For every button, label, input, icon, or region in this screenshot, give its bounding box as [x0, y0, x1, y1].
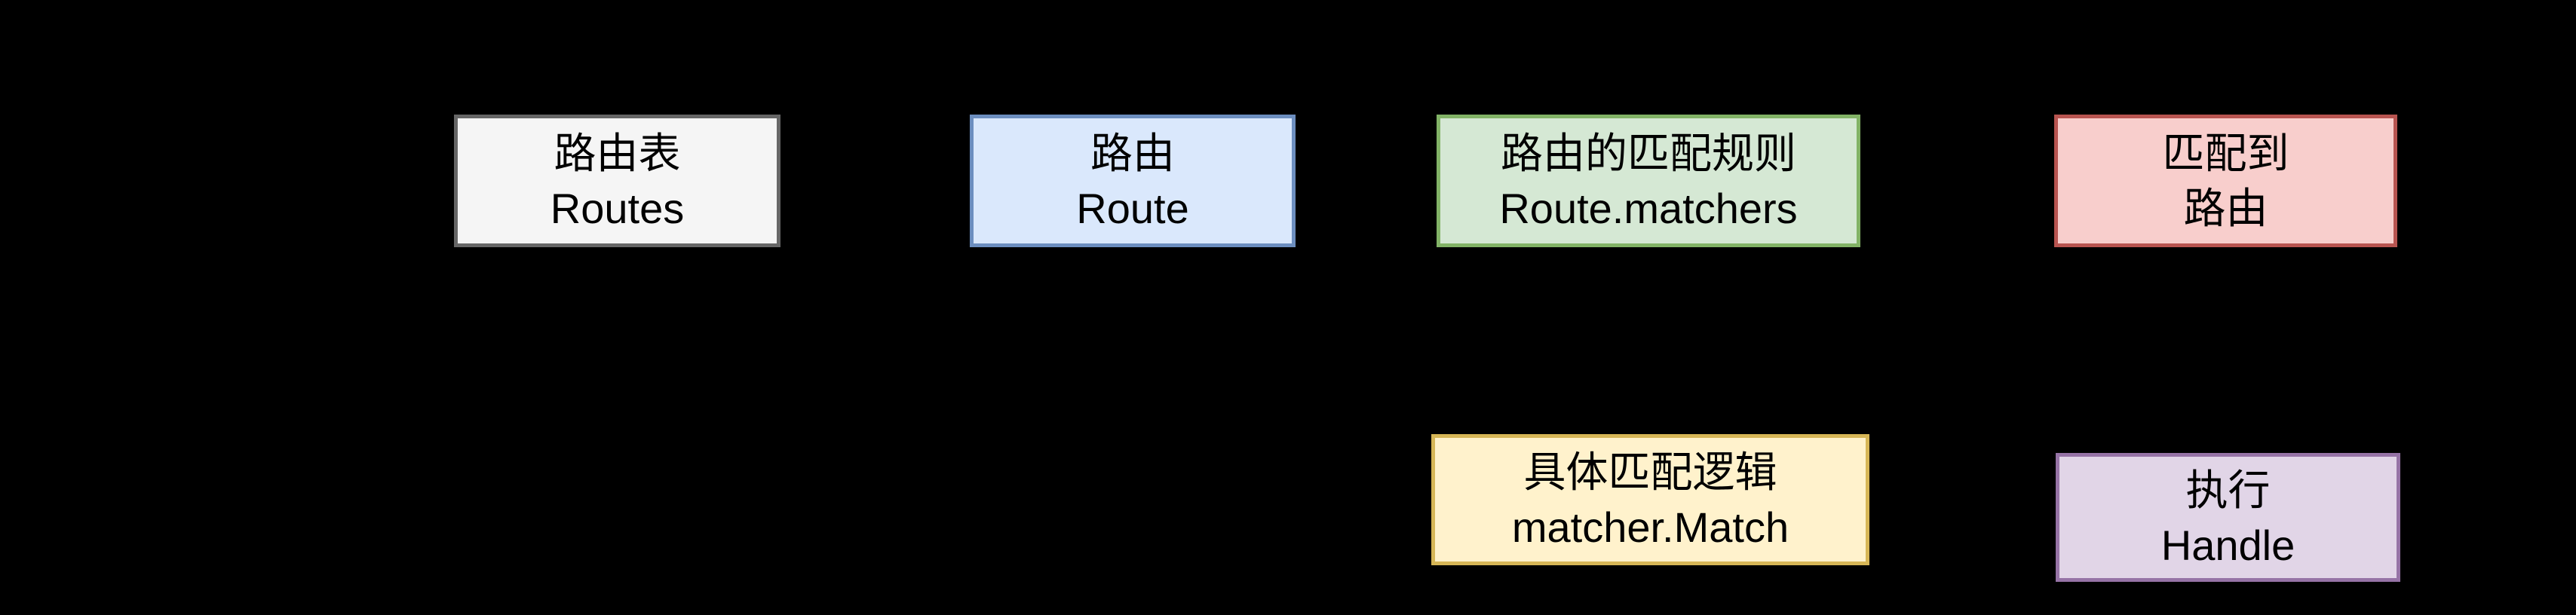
node-routes: 路由表 Routes — [454, 115, 780, 247]
node-route: 路由 Route — [970, 115, 1296, 247]
node-label-en: Routes — [550, 185, 685, 232]
node-label-en: Route.matchers — [1499, 185, 1798, 232]
node-label-cn: 执行 — [2185, 466, 2271, 514]
node-label-cn: 路由的匹配规则 — [1501, 130, 1796, 177]
node-label-cn: 具体匹配逻辑 — [1523, 448, 1777, 496]
node-label-cn2: 路由 — [2183, 185, 2268, 232]
node-label-en: Handle — [2160, 521, 2295, 569]
node-route-matchers: 路由的匹配规则 Route.matchers — [1437, 115, 1860, 247]
node-matcher-match: 具体匹配逻辑 matcher.Match — [1431, 434, 1869, 565]
node-label-cn: 路由表 — [554, 130, 681, 177]
node-matched-route: 匹配到 路由 — [2054, 115, 2397, 247]
node-label-en: matcher.Match — [1511, 503, 1789, 551]
node-label-cn: 路由 — [1090, 130, 1175, 177]
node-label-cn: 匹配到 — [2162, 130, 2289, 177]
node-label-en: Route — [1076, 185, 1189, 232]
node-handle: 执行 Handle — [2056, 453, 2400, 582]
